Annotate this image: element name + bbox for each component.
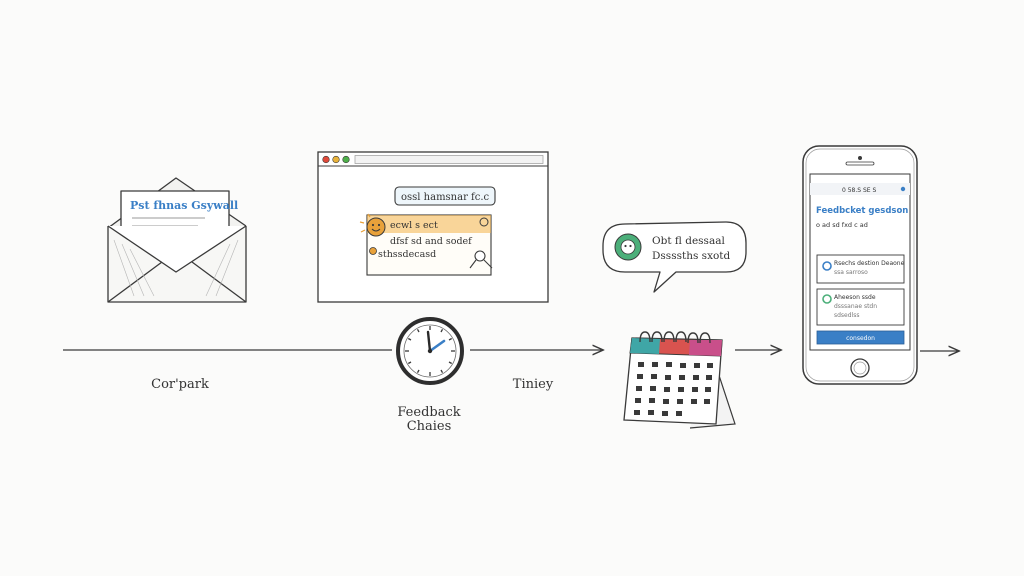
note-line-2: dfsf sd and sodef	[390, 236, 473, 247]
phone-button-label: consedon	[846, 335, 875, 342]
phone-card-2-line-3: sdsedlss	[834, 312, 859, 319]
window-maximize-icon[interactable]	[342, 155, 350, 164]
phone-card-2-line-1: Aheeson ssde	[834, 294, 876, 301]
phone-card-2-line-2: dsssanae stdn	[834, 303, 877, 310]
status-dot-icon	[369, 247, 377, 255]
browser-window: ossl hamsnar fc.c ecwl s ect dfsf sd and…	[317, 151, 549, 303]
calendar-icon	[623, 331, 736, 429]
label-clock-line-1: Feedback	[397, 405, 460, 420]
envelope-icon	[107, 177, 247, 303]
phone-status-icon	[900, 186, 906, 192]
label-start: Cor'park	[151, 377, 209, 392]
letter-title: Pst fhnas Gsywall	[130, 199, 238, 212]
phone-subheading: o ad sd fxd c ad	[816, 221, 868, 229]
phone-camera-icon	[858, 156, 862, 160]
address-bar[interactable]	[354, 155, 544, 164]
phone-heading: Feedbcket gesdson	[816, 206, 908, 216]
calendar-day-grid	[634, 362, 713, 416]
card-1-icon	[822, 261, 832, 271]
phone-card-2[interactable]	[816, 288, 905, 326]
smiley-face-icon	[359, 213, 386, 237]
label-middle: Tiniey	[513, 377, 554, 392]
clock-icon	[396, 317, 464, 385]
clock-minute-hand	[428, 339, 446, 353]
window-minimize-icon[interactable]	[332, 155, 340, 164]
phone-device	[802, 145, 918, 385]
note-header-text: ossl hamsnar fc.c	[401, 192, 490, 203]
note-header-box	[394, 186, 496, 206]
bubble-line-2: Dssssths sxotd	[652, 250, 731, 262]
ring-icon	[479, 217, 489, 227]
phone-card-1-line-2: ssa sarroso	[834, 269, 868, 276]
phone-status-text: 0 58.S SE S	[842, 187, 876, 194]
phone-card-1-line-1: Rsechs destion Deaone	[834, 260, 905, 267]
note-line-3: sthssdecasd	[378, 249, 436, 260]
note-line-1: ecwl s ect	[390, 220, 438, 231]
bubble-line-1: Obt fl dessaal	[652, 235, 725, 247]
window-close-icon[interactable]	[322, 155, 330, 164]
phone-speaker-icon	[845, 161, 875, 166]
pointer-hand-icon	[469, 250, 493, 269]
clock-hour-hand	[426, 330, 432, 353]
phone-submit-button[interactable]	[816, 330, 905, 345]
phone-card-1[interactable]	[816, 254, 905, 284]
phone-home-button[interactable]	[850, 358, 870, 378]
label-clock-line-2: Chaies	[407, 419, 452, 434]
speech-bubble	[602, 221, 747, 293]
card-2-icon	[822, 294, 832, 304]
timeline	[63, 350, 958, 351]
chat-bot-icon	[614, 233, 642, 261]
